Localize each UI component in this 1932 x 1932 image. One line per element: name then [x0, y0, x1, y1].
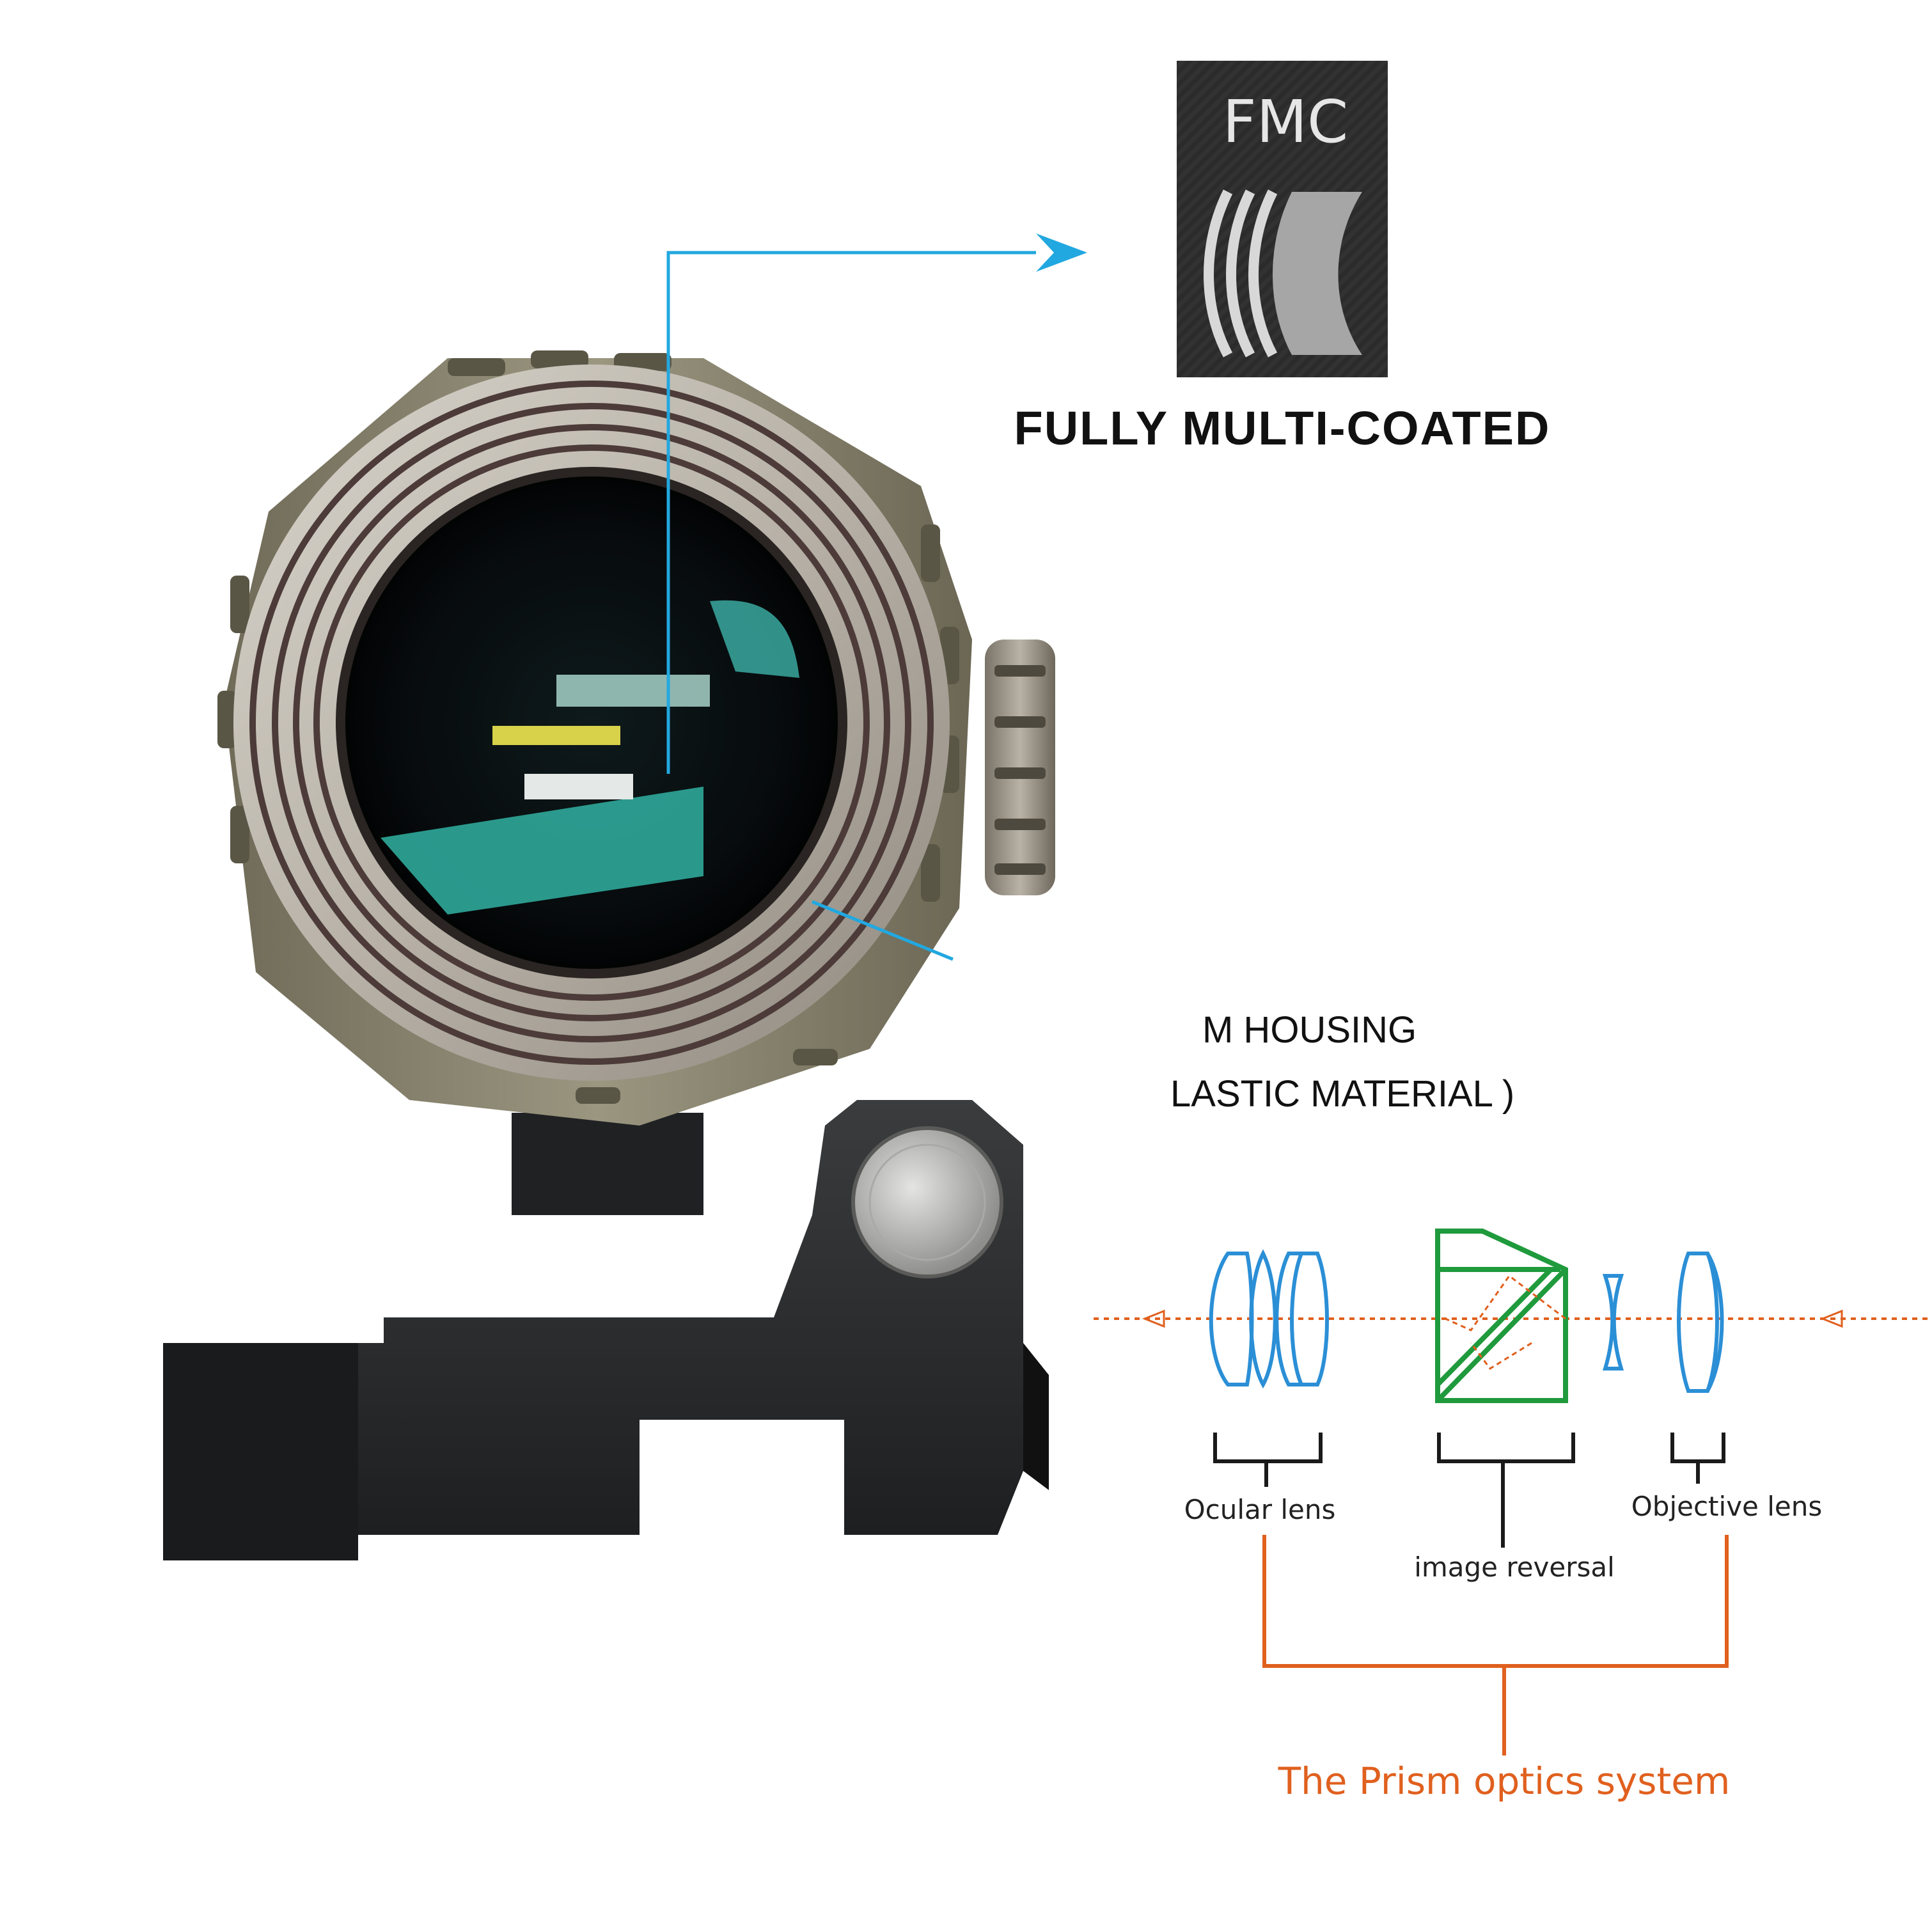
prism-system-label: The Prism optics system	[1278, 1759, 1731, 1803]
fmc-caption: FULLY MULTI-COATED	[1014, 402, 1551, 455]
housing-callout-line	[812, 900, 954, 961]
mount-screw	[851, 1126, 1003, 1278]
ocular-lens-label: Ocular lens	[1184, 1494, 1336, 1525]
quick-detach-mount	[163, 1100, 1049, 1560]
fmc-badge: FMC	[1177, 61, 1388, 377]
adjustment-knob	[985, 640, 1055, 895]
objective-lens-label: Objective lens	[1631, 1491, 1823, 1522]
magnifier-scope	[163, 350, 1055, 1560]
prism-optics-diagram: Ocular lens image reversal Objective len…	[1094, 1229, 1932, 1803]
ray-arrow-icon	[1819, 1309, 1843, 1328]
fmc-label: FMC	[1223, 88, 1349, 156]
ocular-lens-group	[1209, 1249, 1329, 1389]
objective-lens-group	[1677, 1252, 1724, 1393]
field-lens	[1602, 1274, 1624, 1370]
housing-text-line2: LASTIC MATERIAL )	[1170, 1073, 1514, 1115]
prism-reversal-group	[1435, 1229, 1568, 1403]
ray-arrow-icon	[1142, 1309, 1165, 1328]
prism-ray-paths	[1445, 1274, 1566, 1370]
system-bracket	[1262, 1535, 1729, 1755]
housing-text-line1: M HOUSING	[1202, 1009, 1417, 1051]
objective-glass	[345, 476, 838, 969]
fmc-callout-line	[666, 233, 1087, 774]
label-brackets	[1213, 1433, 1725, 1548]
image-reversal-label: image reversal	[1414, 1551, 1615, 1583]
coating-layers-icon	[1204, 189, 1278, 357]
